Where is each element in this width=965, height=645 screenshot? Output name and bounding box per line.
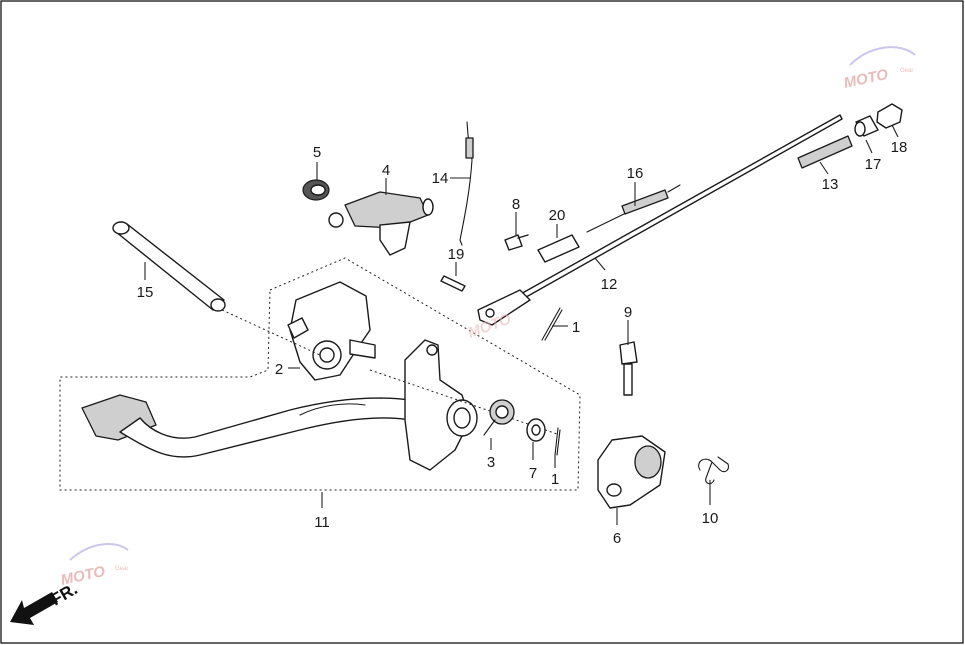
small-bolt-part bbox=[504, 234, 529, 251]
pivot-shaft-part bbox=[112, 221, 226, 312]
switch-spring-part bbox=[459, 121, 474, 246]
watermark-sub-text-2: Gear bbox=[115, 566, 128, 572]
return-spring-part bbox=[586, 184, 681, 233]
spring-clip-part bbox=[698, 456, 729, 485]
adjusting-nut-part bbox=[876, 103, 903, 129]
leader-lines bbox=[144, 124, 899, 525]
brake-rod-part bbox=[477, 114, 843, 326]
spring-dotted-leader bbox=[369, 369, 561, 436]
callout-part-8: 8 bbox=[512, 196, 520, 213]
callout-part-17: 17 bbox=[865, 156, 882, 173]
callout-part-4: 4 bbox=[382, 162, 390, 179]
mounting-bracket-part bbox=[597, 435, 666, 509]
callout-part-15: 15 bbox=[137, 284, 154, 301]
clevis-pin-part bbox=[440, 275, 466, 292]
torsion-spring-part bbox=[483, 399, 515, 436]
callout-part-16: 16 bbox=[627, 165, 644, 182]
callout-part-19: 19 bbox=[448, 246, 465, 263]
callout-part-10: 10 bbox=[702, 510, 719, 527]
callout-part-5: 5 bbox=[313, 144, 321, 161]
washer-part bbox=[526, 418, 546, 442]
part-callouts: 5 4 14 8 20 16 19 15 2 12 1 9 13 17 18 3… bbox=[137, 139, 908, 547]
callout-part-9: 9 bbox=[624, 304, 632, 321]
watermark-swoosh-icon bbox=[849, 46, 916, 66]
watermark-sub-text: Gear bbox=[900, 68, 913, 74]
callout-part-7: 7 bbox=[529, 465, 537, 482]
callout-part-20: 20 bbox=[549, 207, 566, 224]
callout-part-14: 14 bbox=[432, 170, 449, 187]
callout-part-18: 18 bbox=[891, 139, 908, 156]
callout-part-1-upper: 1 bbox=[572, 319, 580, 336]
pivot-bracket-part bbox=[287, 281, 376, 381]
callout-part-6: 6 bbox=[613, 530, 621, 547]
callout-part-12: 12 bbox=[601, 276, 618, 293]
front-arrow-icon bbox=[10, 592, 58, 625]
brake-switch-part bbox=[328, 191, 434, 256]
collar-nut-part bbox=[302, 179, 330, 201]
assembly-outline-11 bbox=[59, 257, 581, 491]
adjusting-joint-part bbox=[854, 115, 879, 137]
brake-pedal-arm-part bbox=[81, 339, 478, 471]
callout-part-3: 3 bbox=[487, 454, 495, 471]
watermark-swoosh-icon-2 bbox=[69, 543, 129, 561]
callout-part-1-lower: 1 bbox=[551, 471, 559, 488]
callout-part-13: 13 bbox=[822, 176, 839, 193]
callout-part-11: 11 bbox=[314, 514, 330, 531]
cotter-pin-lower-part bbox=[554, 427, 561, 456]
rod-spring-part bbox=[797, 135, 853, 169]
callout-part-2: 2 bbox=[275, 361, 283, 378]
cotter-pin-upper-part bbox=[541, 307, 563, 341]
collar-tube-part bbox=[537, 234, 580, 263]
flange-bolt-part bbox=[619, 341, 638, 396]
